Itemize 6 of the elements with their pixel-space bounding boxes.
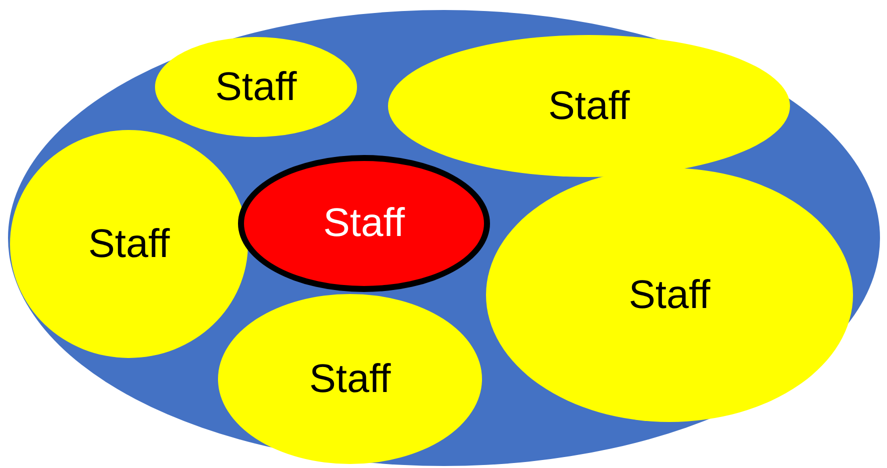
ellipse-shape: Staff [10, 130, 248, 358]
ellipse-shape: Staff [155, 37, 357, 137]
ellipse-shape: Staff [218, 294, 482, 464]
ellipse-shape: Staff [486, 168, 853, 422]
ellipse-shape: Staff [388, 35, 790, 177]
highlighted-ellipse: Staff [238, 155, 490, 292]
